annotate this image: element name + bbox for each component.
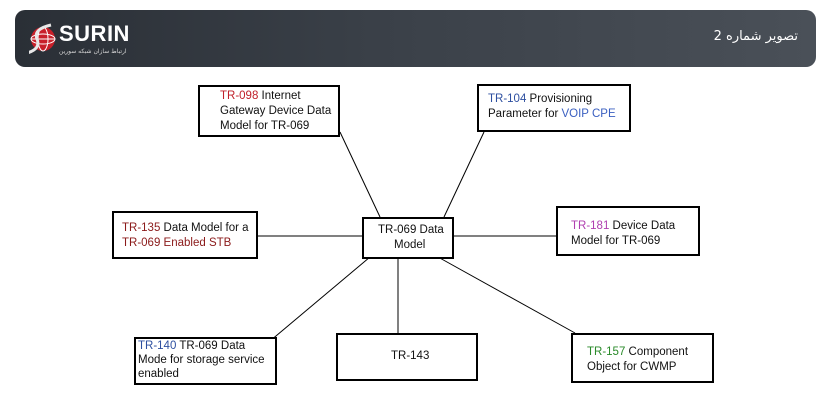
center-node-tr069: TR-069 Data Model <box>362 217 454 259</box>
node-tr140-code: TR-140 <box>138 340 177 352</box>
node-tr135-text: Data Model for a <box>160 222 249 234</box>
node-tr181-text: Device Data Model for TR-069 <box>571 220 676 247</box>
globe-logo-icon <box>26 23 56 55</box>
connector-tr157 <box>437 256 576 334</box>
node-tr104-code: TR-104 <box>488 93 527 105</box>
node-tr135-tail: TR-069 Enabled STB <box>122 237 232 249</box>
header-bar: SURIN ارتباط سازان شبکه سورین تصویر شمار… <box>15 10 816 67</box>
brand-name: SURIN <box>59 21 130 46</box>
node-tr104: TR-104 Provisioning Parameter for VOIP C… <box>477 84 631 132</box>
node-tr098-text: Internet Gateway Device Data Model for T… <box>220 90 332 132</box>
surin-logo[interactable]: SURIN ارتباط سازان شبکه سورین <box>26 19 139 59</box>
connector-tr140 <box>269 256 371 342</box>
node-tr098: TR-098 Internet Gateway Device Data Mode… <box>198 85 340 137</box>
connector-tr104 <box>443 131 485 218</box>
brand-tagline: ارتباط سازان شبکه سورین <box>59 48 127 55</box>
node-tr143: TR-143 <box>336 333 478 381</box>
node-tr135-code: TR-135 <box>122 222 161 234</box>
node-tr181: TR-181 Device Data Model for TR-069 <box>556 206 700 256</box>
node-tr157-text: Component Object for CWMP <box>587 346 689 373</box>
node-tr140-text: TR-069 Data Mode for storage service ena… <box>138 340 265 380</box>
center-node-line1: TR-069 Data <box>378 224 444 236</box>
node-tr181-code: TR-181 <box>571 220 610 232</box>
node-tr104-text: Provisioning Parameter for <box>488 93 593 120</box>
node-tr157-code: TR-157 <box>587 346 626 358</box>
node-tr135: TR-135 Data Model for a TR-069 Enabled S… <box>112 211 258 259</box>
node-tr104-tail: VOIP CPE <box>561 108 616 120</box>
center-node-line2: Model <box>394 239 426 251</box>
node-tr143-code: TR-143 <box>391 350 430 362</box>
node-tr140: TR-140 TR-069 Data Mode for storage serv… <box>134 337 277 385</box>
image-caption: تصویر شماره 2 <box>713 29 798 44</box>
node-tr098-code: TR-098 <box>220 90 259 102</box>
node-tr157: TR-157 Component Object for CWMP <box>571 333 714 383</box>
connector-tr098 <box>339 131 381 218</box>
